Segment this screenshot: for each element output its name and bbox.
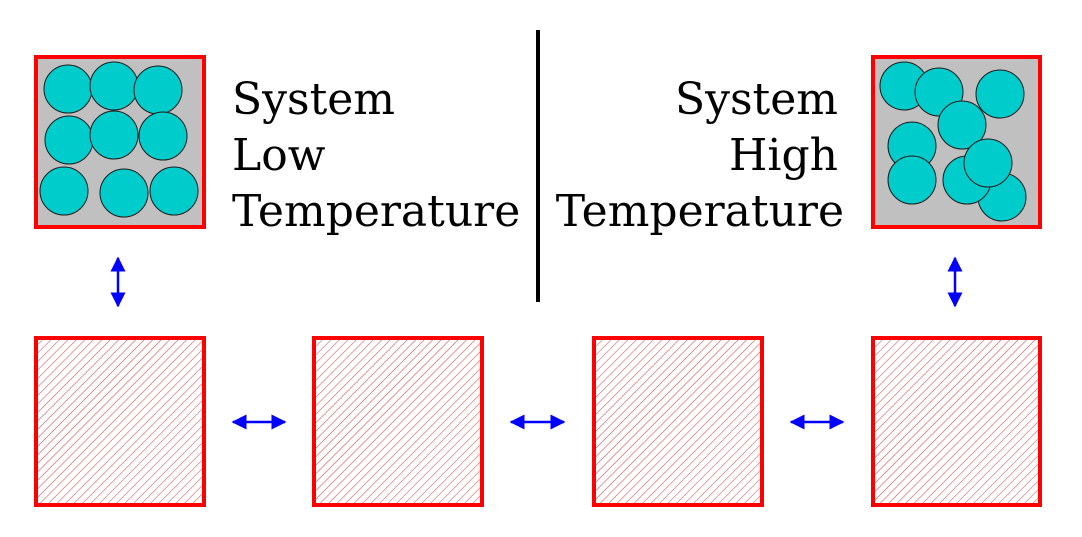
high-system-label: System High Temperature [556,74,852,237]
high-label-line-2: High [729,130,838,181]
particles-high [879,61,1027,222]
low-label-line-3: Temperature [232,186,520,237]
reservoir-box-4 [871,336,1042,507]
low-label-line-2: Low [232,130,326,181]
low-system-label: System Low Temperature [232,74,520,237]
low-label-line-1: System [232,74,395,125]
low-temperature-system-box [34,55,206,229]
high-label-line-1: System [675,74,838,125]
reservoir-box-1 [34,336,206,507]
high-label-line-3: Temperature [556,186,844,237]
reservoir-box-2 [312,336,484,507]
high-temperature-system-box [871,55,1042,229]
particles-low [39,61,199,218]
reservoir-box-3 [592,336,764,507]
